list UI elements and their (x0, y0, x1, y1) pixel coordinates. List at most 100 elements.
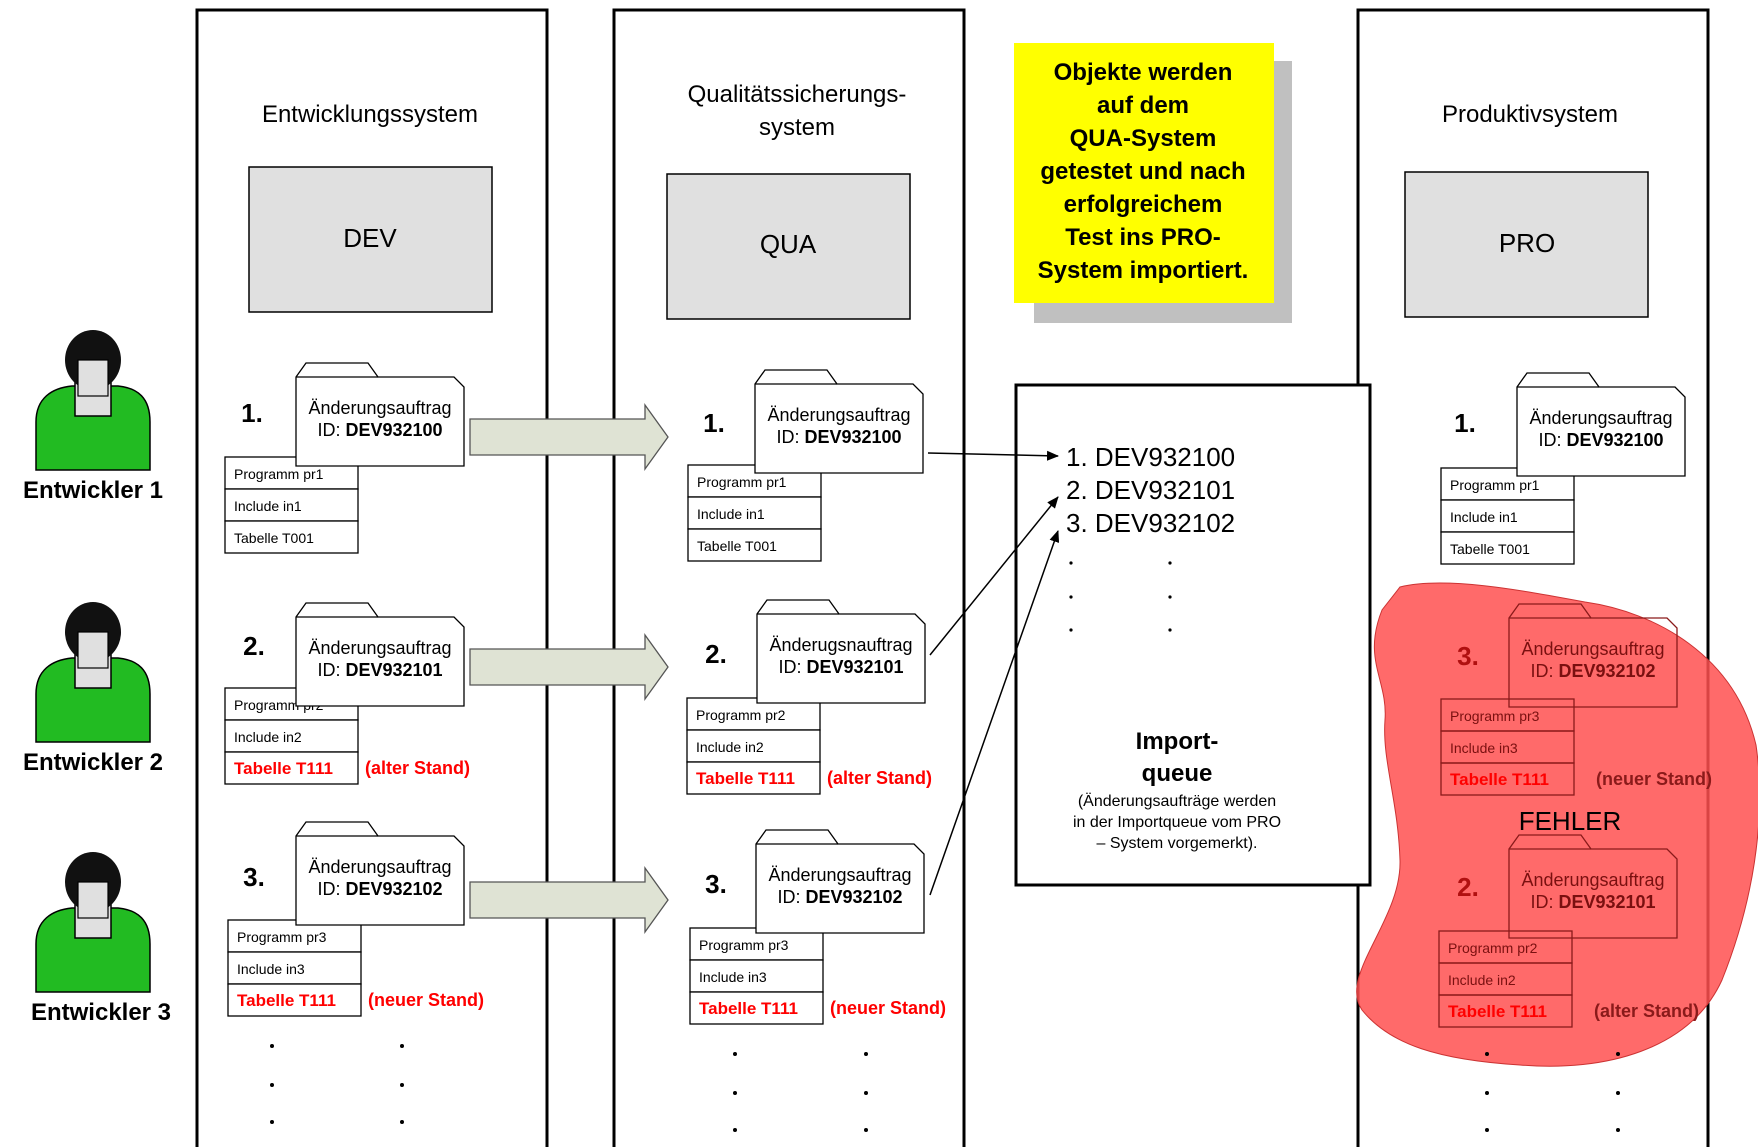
developer-label: Entwickler 1 (23, 477, 163, 504)
folder-icon (295, 821, 465, 926)
error-blob (1356, 582, 1758, 1067)
request-title: Änderungsauftrag (308, 857, 451, 877)
request-id: ID: DEV932100 (776, 427, 901, 447)
queue-desc-line: in der Importqueue vom PRO (1073, 814, 1281, 831)
request-title: Änderungsauftrag (1521, 639, 1664, 659)
object-label: Include in2 (696, 739, 764, 755)
object-label: Programm pr3 (699, 937, 789, 953)
request-title: Änderungsauftrag (768, 865, 911, 885)
object-row (686, 729, 821, 763)
note-line: getestet und nach (1040, 158, 1245, 185)
object-row (224, 520, 359, 554)
queue-list: 1. DEV932100 2. DEV932101 3. DEV932102 (1066, 442, 1235, 538)
pro-system-label: PRO (1499, 228, 1555, 258)
note-box (1014, 43, 1274, 303)
request-title: Änderugsnauftrag (769, 635, 912, 655)
request-title: Änderungsauftrag (308, 398, 451, 418)
dev-system-box (248, 166, 493, 313)
object-row (227, 951, 362, 985)
object-row (1440, 762, 1575, 796)
object-row (1438, 994, 1573, 1028)
object-label: Tabelle T111 (1450, 770, 1549, 789)
object-label: Include in1 (697, 506, 765, 522)
object-label: Include in3 (699, 969, 767, 985)
folder-icon (755, 829, 925, 934)
object-row (227, 983, 362, 1017)
dev-title: Entwicklungssystem (262, 101, 478, 128)
version-note: (neuer Stand) (1596, 769, 1712, 789)
object-label: Tabelle T111 (237, 991, 336, 1010)
request-number: 2. (705, 639, 727, 669)
note-line: QUA-System (1070, 125, 1217, 152)
version-note: (neuer Stand) (830, 998, 946, 1018)
object-label: Include in1 (234, 498, 302, 514)
queue-desc-line: (Änderungsaufträge werden (1078, 792, 1276, 810)
request-title: Änderungsauftrag (1529, 408, 1672, 428)
object-row (1440, 499, 1575, 533)
object-row (687, 528, 822, 562)
queue-title-line2: queue (1142, 760, 1213, 787)
queue-desc-line: – System vorgemerkt). (1097, 835, 1258, 852)
object-label: Programm pr1 (1450, 477, 1540, 493)
object-row (224, 751, 359, 785)
queue-item: 2. DEV932101 (1066, 475, 1235, 505)
qua-system-box (666, 173, 911, 320)
request-number: 1. (1454, 408, 1476, 438)
object-label: Tabelle T001 (234, 530, 314, 546)
request-id: ID: DEV932102 (777, 887, 902, 907)
request-id: ID: DEV932102 (317, 879, 442, 899)
request-id: ID: DEV932100 (1538, 430, 1663, 450)
note-line: Test ins PRO- (1065, 224, 1221, 251)
request-number: 1. (703, 408, 725, 438)
request-number: 3. (1457, 641, 1479, 671)
person-icon (35, 657, 151, 743)
pro-system-box (1404, 171, 1649, 318)
folder-icon (1516, 372, 1686, 477)
version-note: (neuer Stand) (368, 990, 484, 1010)
object-label: Tabelle T001 (697, 538, 777, 554)
version-note: (alter Stand) (827, 768, 932, 788)
request-number: 3. (705, 869, 727, 899)
request-id: ID: DEV932102 (1530, 661, 1655, 681)
object-label: Include in2 (234, 729, 302, 745)
object-row (224, 719, 359, 753)
request-id: ID: DEV932100 (317, 420, 442, 440)
folder-icon (756, 599, 926, 704)
folder-icon (295, 362, 465, 467)
request-id: ID: DEV932101 (778, 657, 903, 677)
person-face (77, 631, 109, 669)
transport-arrow-3 (469, 865, 669, 935)
version-note: (alter Stand) (1594, 1001, 1699, 1021)
object-label: Tabelle T111 (696, 769, 795, 788)
request-number: 3. (243, 862, 265, 892)
note-text: Objekte werden auf dem QUA-System getest… (1038, 59, 1249, 284)
developer-2: Entwickler 2 (23, 602, 163, 776)
folder-icon (295, 602, 465, 707)
person-icon (35, 907, 151, 993)
continuation-dots (270, 1044, 1620, 1132)
object-label: Include in1 (1450, 509, 1518, 525)
note-line: auf dem (1097, 92, 1189, 119)
queue-arrow-3 (929, 530, 1060, 896)
object-row (689, 991, 824, 1025)
error-label: FEHLER (1519, 806, 1622, 836)
object-row (224, 456, 359, 490)
object-row (1440, 531, 1575, 565)
object-row (686, 761, 821, 795)
request-title: Änderungsauftrag (308, 638, 451, 658)
object-label: Programm pr1 (697, 474, 787, 490)
person-face (77, 881, 109, 919)
object-label: Tabelle T111 (234, 759, 333, 778)
qua-title-line1: Qualitätssicherungs- (688, 81, 907, 108)
request-title: Änderungsauftrag (767, 405, 910, 425)
folder-icon (754, 369, 924, 474)
object-label: Programm pr1 (234, 466, 324, 482)
person-face (77, 359, 109, 397)
object-label: Include in3 (237, 961, 305, 977)
